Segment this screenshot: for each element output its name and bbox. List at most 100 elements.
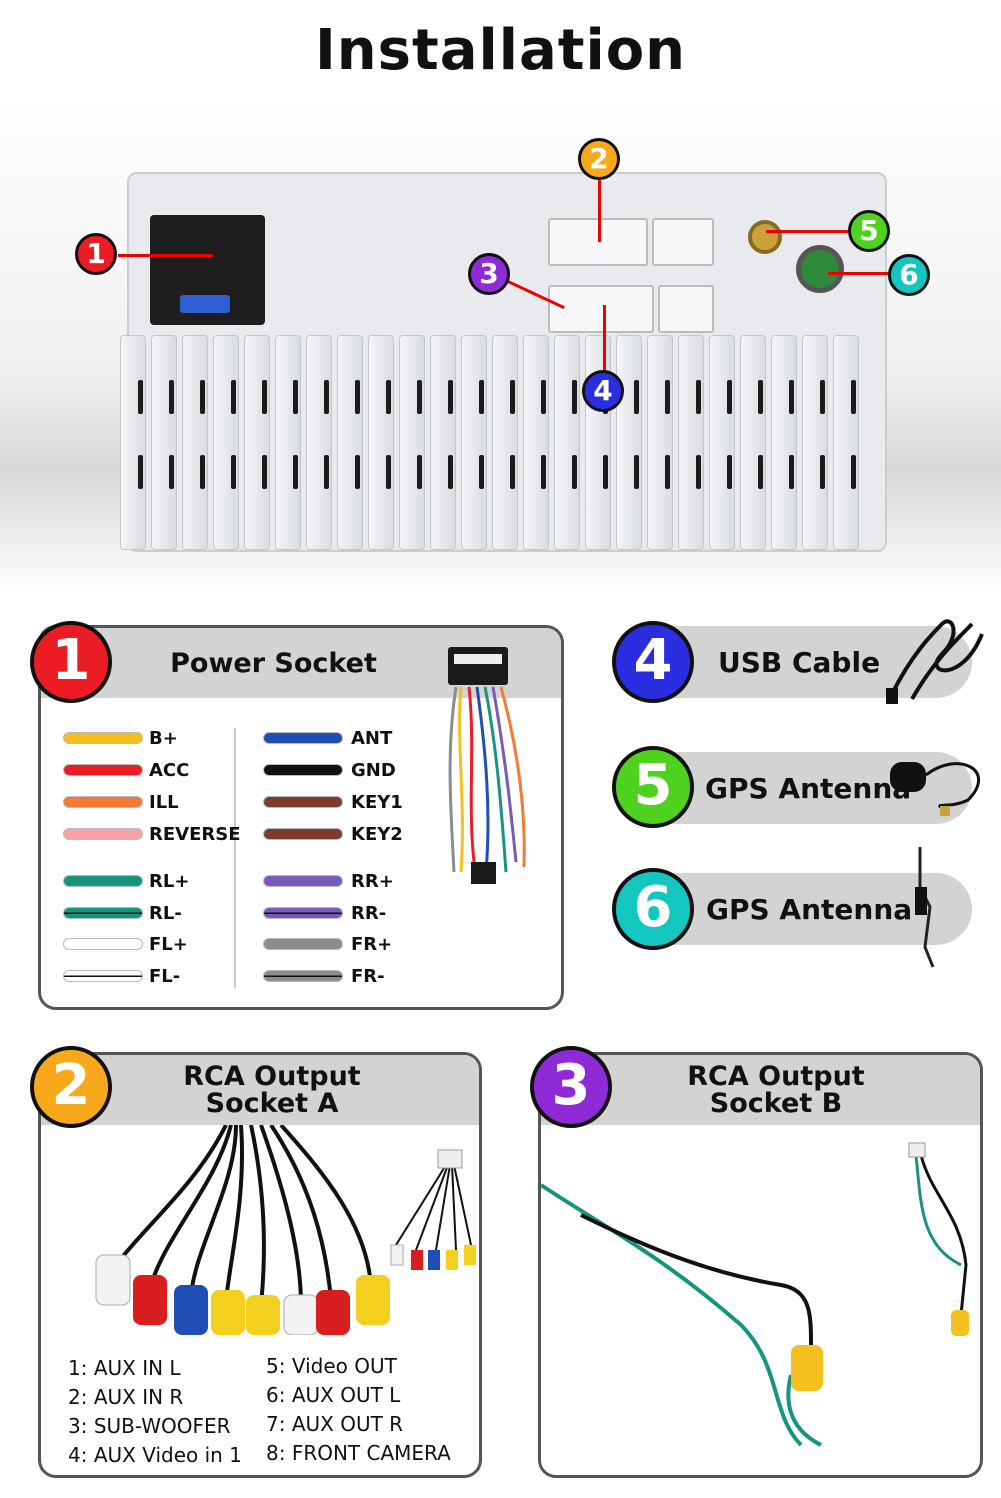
left-wire-label: FL-	[149, 966, 181, 987]
rca-socket-a-cables-image	[95, 1125, 476, 1335]
rca-socket-a-panel: RCA Output Socket A	[38, 1052, 482, 1478]
left-wire-label: ILL	[149, 792, 179, 813]
callout-1: 1	[75, 233, 117, 275]
rca-socket-b-cables-image	[541, 1142, 969, 1447]
page-title: Installation	[314, 18, 687, 83]
rca-a-connector-port-2	[652, 218, 714, 266]
vent-slot	[789, 455, 794, 489]
vent-slot	[603, 455, 608, 489]
vent-slot	[324, 380, 329, 414]
rca-a-item-7: 7: AUX OUT R	[266, 1412, 404, 1436]
vent-slot	[510, 380, 515, 414]
vent-slot	[138, 455, 143, 489]
right-wire-label: RR+	[351, 871, 394, 892]
callout-line-5	[766, 230, 848, 233]
heatsink-fin	[306, 335, 332, 550]
heatsink-fin	[771, 335, 797, 550]
right-wire-swatch	[263, 970, 343, 982]
vent-slot	[696, 380, 701, 414]
heatsink-fin	[430, 335, 456, 550]
vent-slot	[851, 455, 856, 489]
left-wire-swatch	[63, 907, 143, 919]
heatsink-fin	[337, 335, 363, 550]
left-wire-label: ACC	[149, 760, 190, 781]
vent-slot	[541, 455, 546, 489]
vent-slot	[665, 380, 670, 414]
vent-slot	[417, 380, 422, 414]
right-wire-label: KEY2	[351, 824, 403, 845]
vent-slot	[169, 455, 174, 489]
antenna-port	[796, 245, 844, 293]
heatsink-fin	[678, 335, 704, 550]
rca-socket-a-title: RCA Output Socket A	[131, 1063, 413, 1117]
usb-cable-image	[886, 619, 984, 704]
usb-connector-port	[658, 285, 714, 333]
rca-socket-a-badge: 2	[30, 1046, 112, 1128]
heatsink-fin	[554, 335, 580, 550]
rca-b-connector-port	[548, 285, 654, 333]
callout-line-4	[603, 305, 606, 373]
vent-slot	[727, 380, 732, 414]
vent-slot	[665, 455, 670, 489]
rca-socket-a-title-line2: Socket A	[205, 1088, 339, 1119]
usb-cable-badge: 4	[612, 621, 694, 703]
right-wire-swatch	[263, 732, 343, 744]
vent-slot	[479, 380, 484, 414]
heatsink-fin	[244, 335, 270, 550]
left-wire-swatch	[63, 796, 143, 808]
vent-slot	[169, 380, 174, 414]
vent-slot	[820, 455, 825, 489]
vent-slot	[727, 455, 732, 489]
left-wire-label: FL+	[149, 934, 188, 955]
right-wire-swatch	[263, 828, 343, 840]
rca-socket-b-panel: RCA Output Socket B	[538, 1052, 983, 1478]
heatsink-fin	[492, 335, 518, 550]
right-wire-swatch	[263, 938, 343, 950]
callout-line-6	[828, 272, 890, 275]
rca-a-item-2: 2: AUX IN R	[68, 1385, 184, 1409]
rca-a-item-6: 6: AUX OUT L	[266, 1383, 401, 1407]
heatsink-fin	[523, 335, 549, 550]
rca-a-item-4: 4: AUX Video in 1	[68, 1443, 242, 1467]
vent-slot	[386, 380, 391, 414]
left-wire-swatch	[63, 764, 143, 776]
panel-header	[541, 1055, 980, 1125]
rca-socket-b-title-line2: Socket B	[709, 1088, 843, 1119]
heatsink-fin	[120, 335, 146, 550]
left-wire-label: B+	[149, 728, 178, 749]
rca-a-item-5: 5: Video OUT	[266, 1354, 397, 1378]
vent-slot	[262, 455, 267, 489]
vent-slot	[851, 380, 856, 414]
heatsink-fin	[151, 335, 177, 550]
gps-antenna-2-panel: GPS Antenna	[650, 847, 972, 968]
right-wire-label: FR-	[351, 966, 385, 987]
vent-slot	[448, 455, 453, 489]
rca-socket-b-title-line1: RCA Output	[687, 1061, 865, 1092]
heatsink-fin	[709, 335, 735, 550]
heatsink-fin	[740, 335, 766, 550]
rca-socket-b-badge: 3	[530, 1046, 612, 1128]
left-wire-swatch	[63, 828, 143, 840]
right-wire-label: ANT	[351, 728, 393, 749]
vent-slot	[696, 455, 701, 489]
left-wire-label: RL-	[149, 903, 182, 924]
vent-slot	[448, 380, 453, 414]
vent-slot	[231, 455, 236, 489]
gps-antenna-panel: GPS Antenna	[650, 752, 981, 824]
heatsink-fin	[368, 335, 394, 550]
vent-slot	[324, 455, 329, 489]
wire-divider	[234, 728, 236, 988]
left-wire-swatch	[63, 938, 143, 950]
panel-header	[41, 1055, 479, 1125]
vent-slot	[293, 380, 298, 414]
left-wire-label: RL+	[149, 871, 190, 892]
usb-cable-label: USB Cable	[718, 646, 881, 679]
right-wire-swatch	[263, 907, 343, 919]
vent-slot	[262, 380, 267, 414]
callout-4: 4	[582, 370, 624, 412]
heatsink-fins	[120, 335, 880, 550]
vent-slot	[758, 455, 763, 489]
gps-antenna-image	[890, 762, 981, 816]
vent-slot	[417, 455, 422, 489]
